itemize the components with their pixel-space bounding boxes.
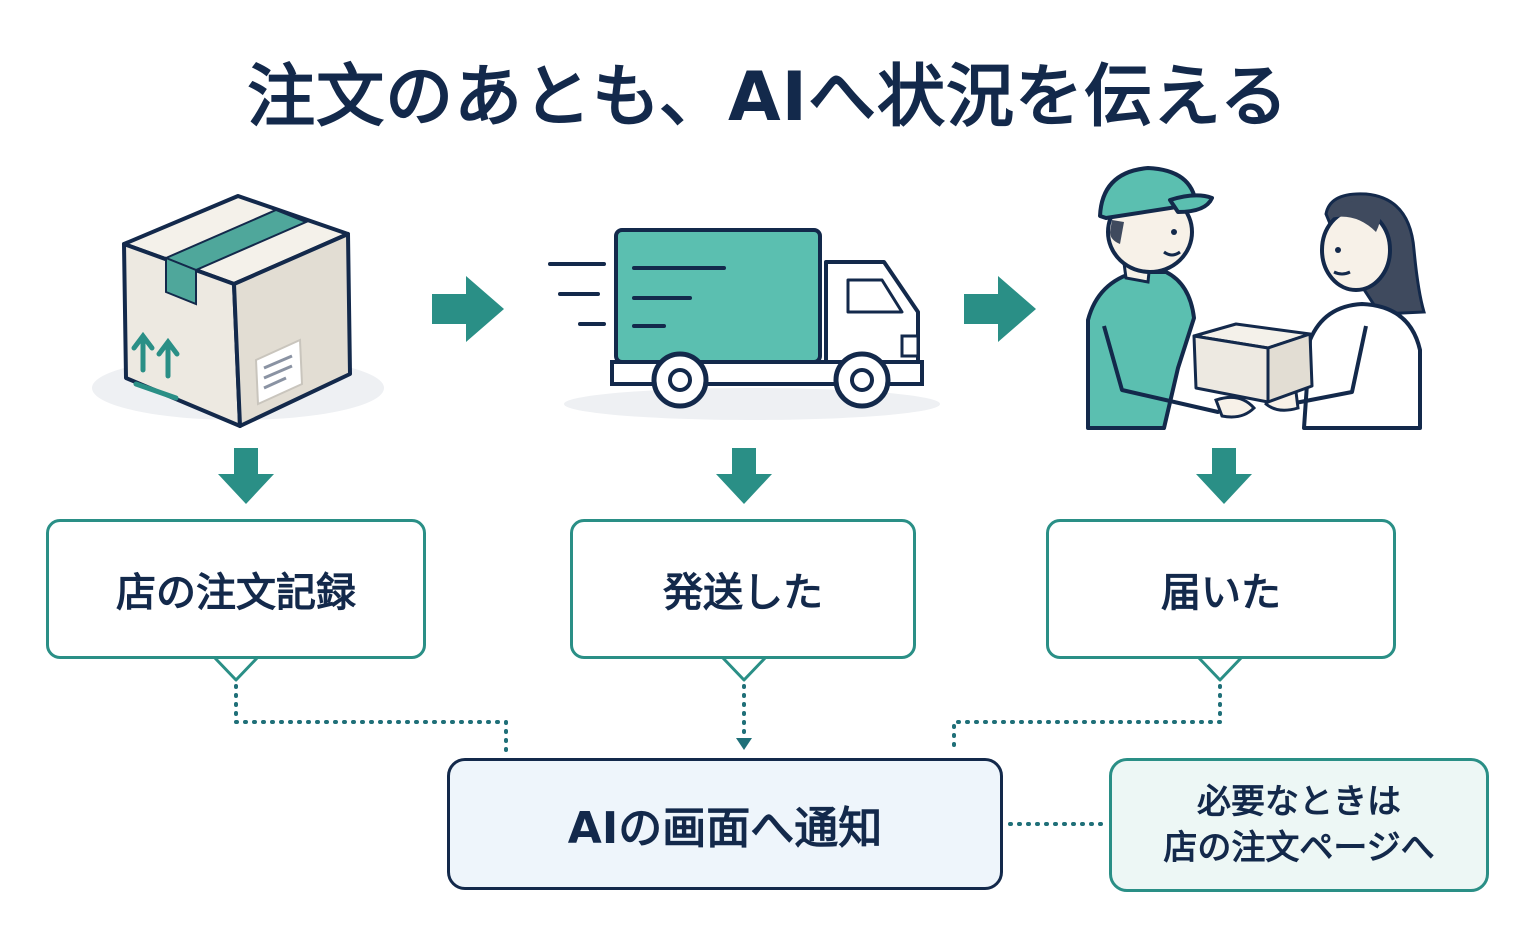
fallback-note-line-2: 店の注文ページへ [1163, 828, 1435, 868]
fallback-note-line-1: 必要なときは [1197, 782, 1401, 822]
stage-box-delivered: 届いた [1046, 519, 1396, 659]
package-box-icon [92, 194, 384, 428]
delivery-truck-icon [548, 228, 940, 420]
stage-box-order-record: 店の注文記録 [46, 519, 426, 659]
ai-notification-box: AIの画面へ通知 [447, 758, 1003, 890]
down-arrow-icon [218, 448, 274, 504]
right-arrow-icon [432, 276, 504, 342]
down-arrow-icon [1196, 448, 1252, 504]
right-arrow-icon [964, 276, 1036, 342]
page-title: 注文のあとも、AIへ状況を伝える [247, 58, 1289, 137]
package-handoff-icon [1086, 166, 1426, 430]
stage-box-shipped: 発送した [570, 519, 916, 659]
small-down-arrow-icon [736, 738, 752, 750]
fallback-note-box: 必要なときは 店の注文ページへ [1109, 758, 1489, 892]
dotted-connector [234, 684, 1222, 826]
down-arrow-icon [716, 448, 772, 504]
callout-pointer [212, 655, 1244, 682]
